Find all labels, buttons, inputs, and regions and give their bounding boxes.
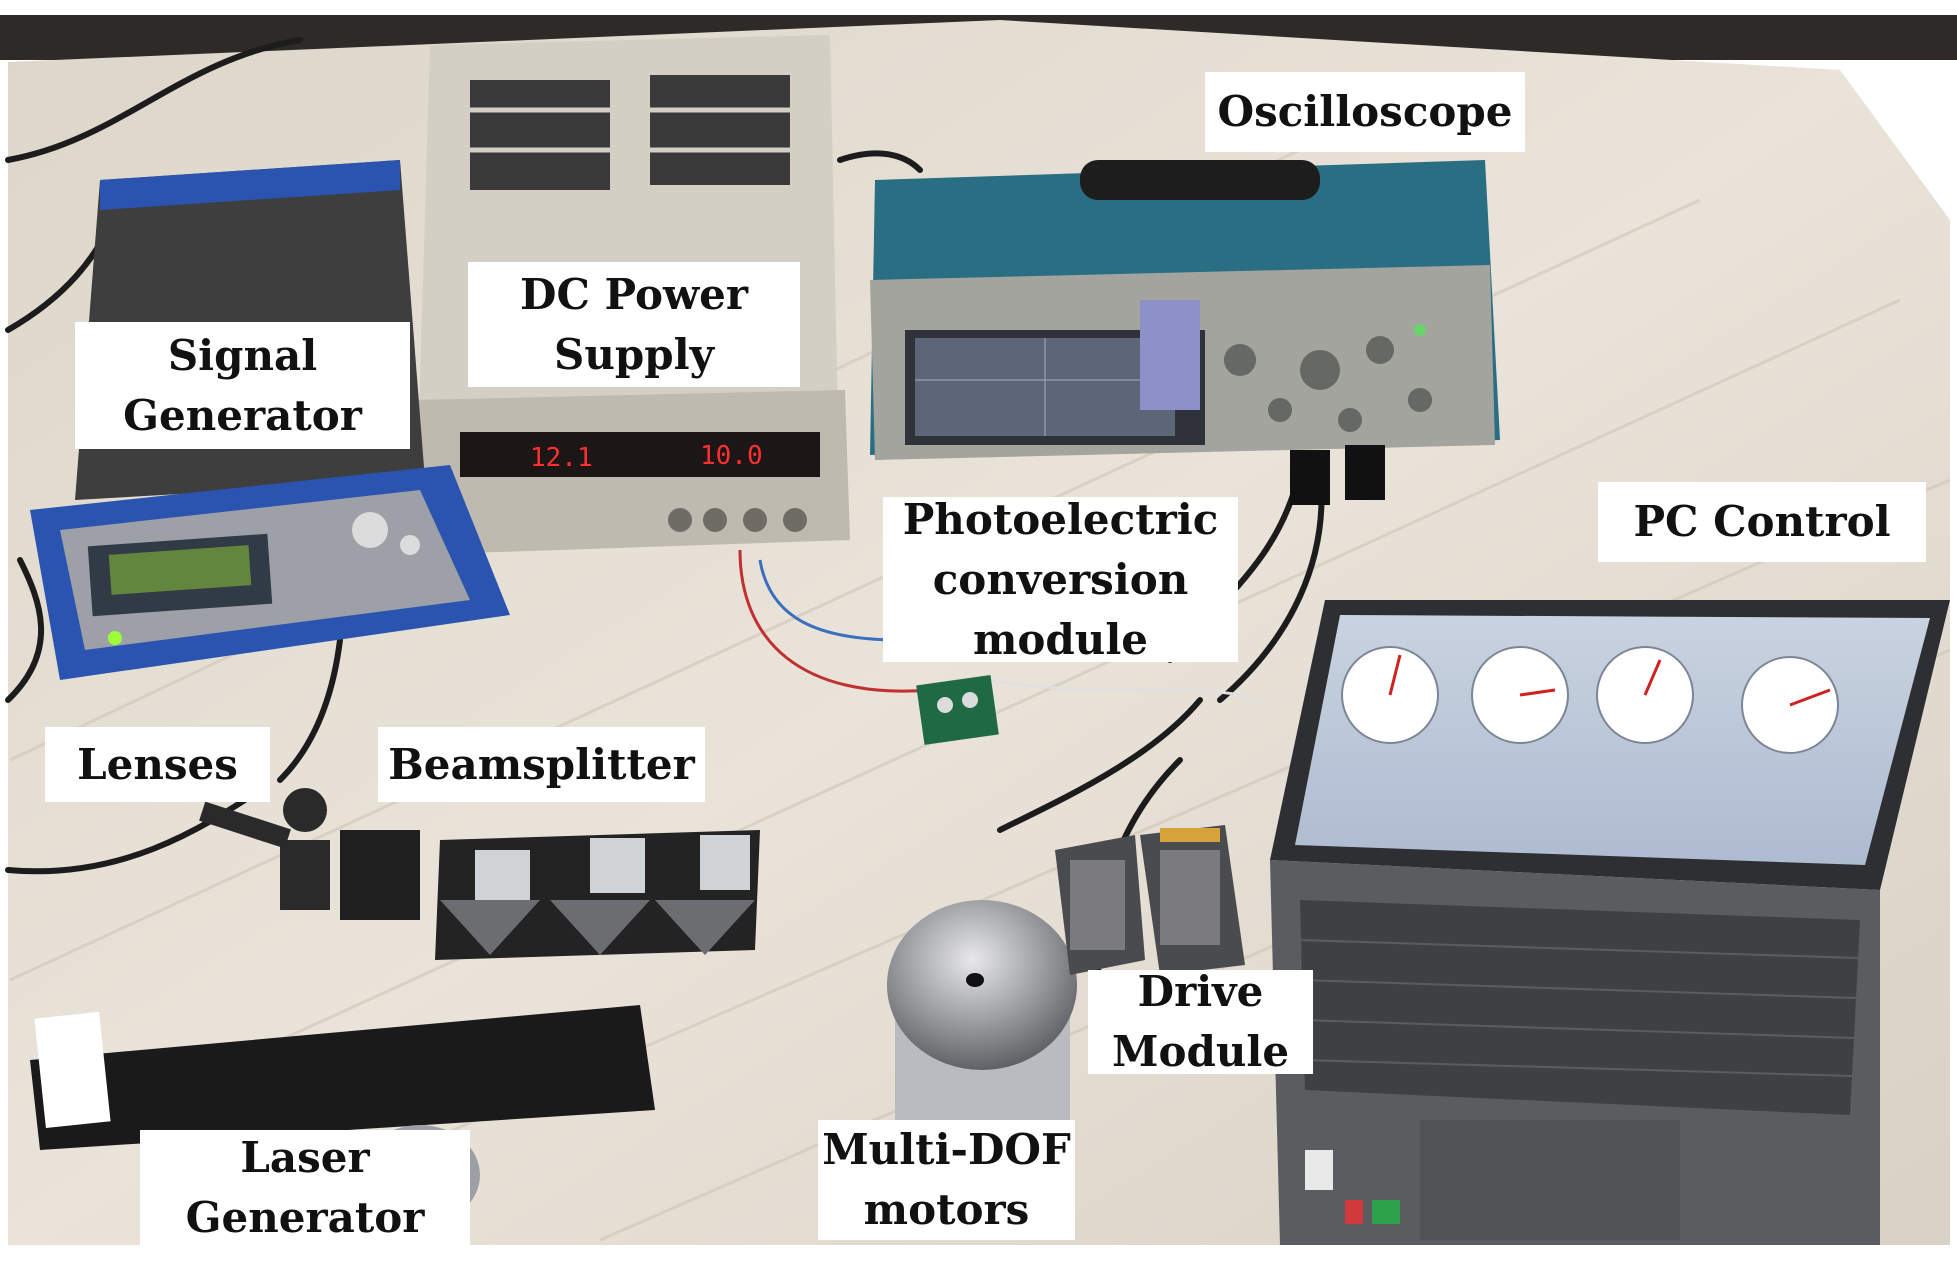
oscilloscope-device (870, 160, 1500, 505)
photoelectric-board (916, 675, 999, 745)
signal-generator-label: Signal Generator (75, 322, 410, 449)
lenses-label: Lenses (45, 727, 270, 802)
oscilloscope-label: Oscilloscope (1205, 72, 1525, 152)
drive-module-boards (1055, 825, 1245, 975)
pc-control-label: PC Control (1598, 482, 1926, 562)
photoelectric-module-label: Photoelectric conversion module (883, 495, 1238, 664)
laser-generator-label: Laser Generator (140, 1130, 470, 1245)
laptop-device (1270, 600, 1950, 1245)
beamsplitter-cubes (435, 830, 760, 960)
psu-display-panel (460, 432, 820, 477)
beamsplitter-label: Beamsplitter (378, 727, 705, 802)
lens-mount (199, 788, 420, 920)
psu-current-readout: 10.0 (700, 441, 763, 471)
dc-power-supply-label: DC Power Supply (468, 262, 800, 387)
signal-generator-device (30, 160, 510, 680)
multi-dof-motors-label: Multi-DOF motors (818, 1120, 1075, 1240)
psu-voltage-readout: 12.1 (530, 443, 593, 473)
drive-module-label: Drive Module (1088, 967, 1313, 1076)
